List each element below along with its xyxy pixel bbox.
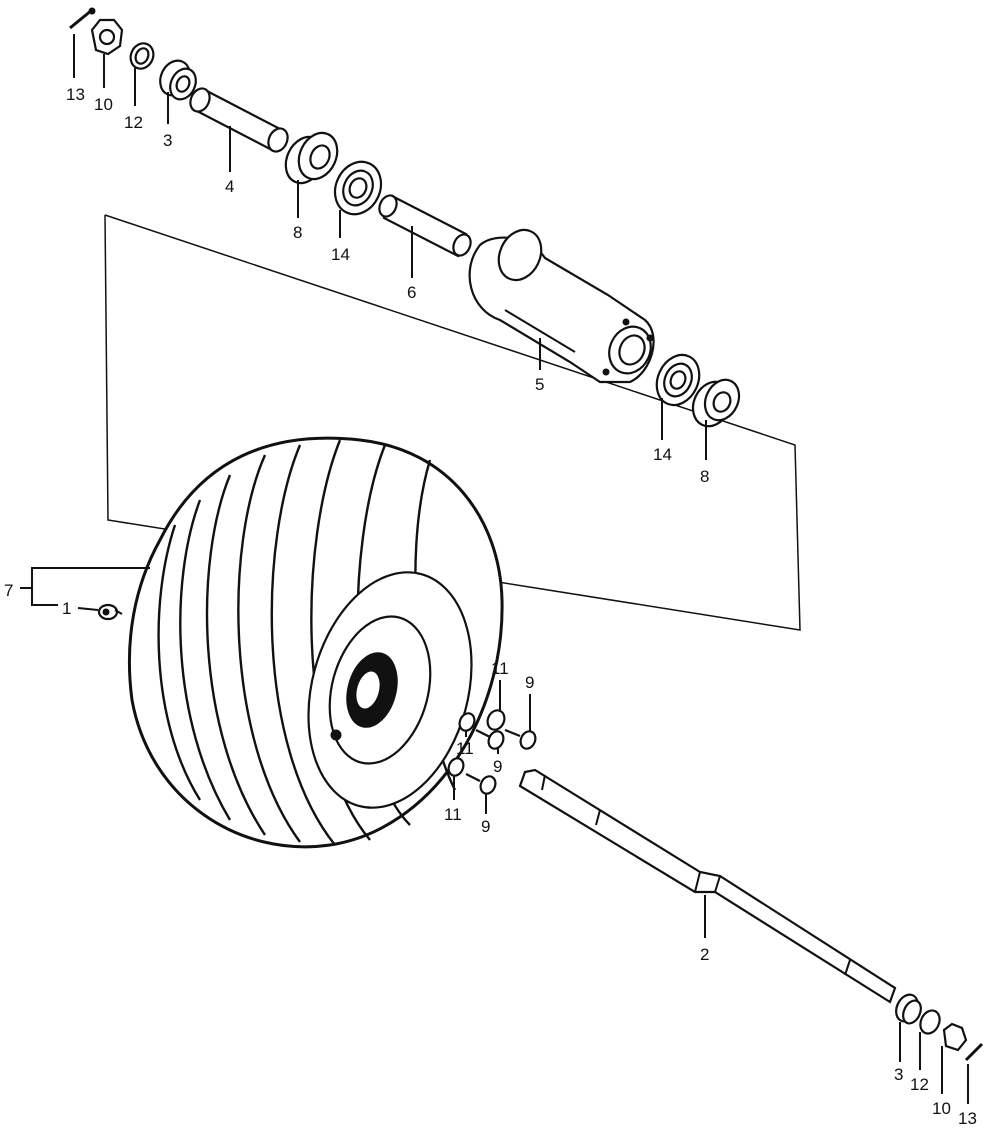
bolt-9-c <box>465 773 497 795</box>
collar-bottom <box>895 993 922 1025</box>
washer-bottom <box>919 1009 941 1035</box>
distance-collar-6 <box>378 194 472 258</box>
axle-shaft-2 <box>518 768 897 1004</box>
wheel-tire-assembly <box>127 436 504 849</box>
washer-11-a <box>486 709 506 731</box>
castle-nut-bottom <box>942 1022 968 1052</box>
spacer-tube-4 <box>189 87 289 153</box>
callout-12-top: 12 <box>124 113 143 132</box>
bolt-9-a <box>504 728 537 750</box>
callout-bracket-7 <box>20 567 150 606</box>
callout-9-a: 9 <box>525 673 534 692</box>
ball-bearing-top <box>333 160 383 216</box>
callout-12-bottom: 12 <box>910 1075 929 1094</box>
cotter-pin-bottom <box>964 1042 984 1062</box>
assembly-outline <box>104 214 801 631</box>
callout-14-top: 14 <box>331 245 350 264</box>
callout-8-top: 8 <box>293 223 302 242</box>
oil-seal-right <box>691 378 741 428</box>
bolt-9-b <box>475 729 505 750</box>
oil-seal-top <box>284 131 339 185</box>
valve-cap-1 <box>97 603 123 621</box>
callout-10-top: 10 <box>94 95 113 114</box>
callout-1: 1 <box>62 599 71 618</box>
leader-lines <box>73 34 969 1104</box>
callout-13-bottom: 13 <box>958 1109 977 1128</box>
callout-9-b: 9 <box>493 757 502 776</box>
callout-10-bottom: 10 <box>932 1099 951 1118</box>
washer-11-c <box>447 757 465 777</box>
castle-nut-top <box>90 18 124 56</box>
callout-2: 2 <box>700 945 709 964</box>
callout-6: 6 <box>407 283 416 302</box>
cotter-pin-top <box>69 7 96 30</box>
callout-11-a: 11 <box>491 659 509 678</box>
callout-3-bottom: 3 <box>894 1065 903 1084</box>
callout-8-right: 8 <box>700 467 709 486</box>
hub-housing-5 <box>468 228 655 384</box>
callout-7: 7 <box>4 581 13 600</box>
callout-5: 5 <box>535 375 544 394</box>
callout-9-c: 9 <box>481 817 490 836</box>
callout-11-b: 11 <box>456 739 474 758</box>
washer-top <box>129 42 155 70</box>
callout-3-top: 3 <box>163 131 172 150</box>
callout-11-c: 11 <box>444 805 462 824</box>
callout-4: 4 <box>225 177 234 196</box>
callout-13-top: 13 <box>66 85 85 104</box>
ball-bearing-right <box>655 353 701 407</box>
washer-11-b <box>458 712 476 732</box>
callout-14-right: 14 <box>653 445 672 464</box>
